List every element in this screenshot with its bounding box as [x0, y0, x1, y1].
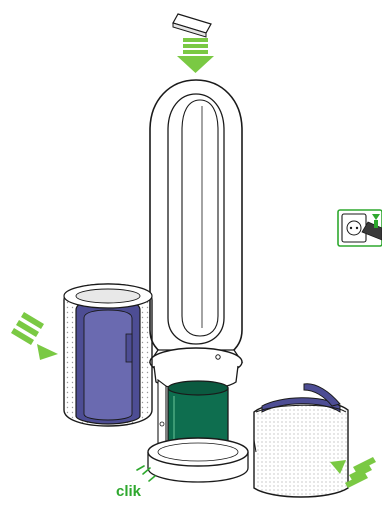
click-sound-marks: [136, 465, 156, 482]
fan-base: [147, 437, 249, 483]
right-filter-shell: [253, 383, 349, 498]
click-sound-label: clik: [116, 483, 142, 500]
remote-control-icon: [172, 13, 212, 38]
insert-arrow-right-icon: [330, 457, 376, 488]
wall-plug-icon: [337, 209, 382, 247]
fan-tower-loop: [149, 79, 243, 363]
insert-arrow-down-icon: [177, 38, 214, 73]
insert-arrow-left-icon: [11, 312, 58, 360]
left-filter-shell: [63, 283, 153, 427]
